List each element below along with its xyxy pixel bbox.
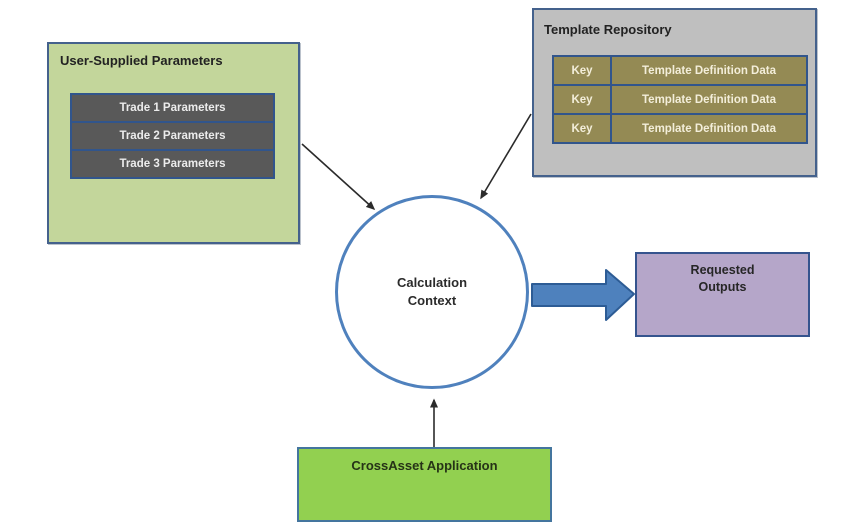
requested-outputs-label: Requested Outputs bbox=[690, 263, 755, 294]
template-key-cell: Key bbox=[554, 86, 612, 113]
block-arrow-context-to-outputs bbox=[531, 269, 635, 321]
crossasset-application-label: CrossAsset Application bbox=[351, 458, 498, 473]
template-key-cell: Key bbox=[554, 115, 612, 142]
calculation-context-label: Calculation Context bbox=[396, 275, 468, 308]
template-repository-title: Template Repository bbox=[544, 22, 672, 37]
arrow-user-to-context bbox=[301, 143, 376, 211]
crossasset-application-box: CrossAsset Application bbox=[297, 447, 552, 522]
trade-2-parameters-row: Trade 2 Parameters bbox=[72, 121, 273, 149]
user-supplied-parameters-box: User-Supplied Parameters Trade 1 Paramet… bbox=[47, 42, 300, 244]
arrow-repo-to-context bbox=[480, 113, 532, 200]
template-row: Key Template Definition Data bbox=[554, 57, 806, 84]
template-definition-cell: Template Definition Data bbox=[612, 57, 806, 84]
requested-outputs-box: Requested Outputs bbox=[635, 252, 810, 337]
trade-1-parameters-row: Trade 1 Parameters bbox=[119, 102, 226, 114]
template-repository-box: Template Repository Key Template Definit… bbox=[532, 8, 817, 177]
template-key-cell: Key bbox=[554, 57, 612, 84]
trade-3-parameters-row: Trade 3 Parameters bbox=[72, 149, 273, 177]
template-row: Key Template Definition Data bbox=[554, 84, 806, 113]
template-definition-cell: Template Definition Data bbox=[612, 115, 806, 142]
template-definition-cell: Template Definition Data bbox=[612, 86, 806, 113]
calculation-context-circle: Calculation Context bbox=[335, 195, 529, 389]
user-supplied-parameters-title: User-Supplied Parameters bbox=[60, 53, 223, 68]
template-repository-table: Key Template Definition Data Key Templat… bbox=[552, 55, 808, 144]
trade-parameters-stack: Trade 1 Parameters Trade 2 Parameters Tr… bbox=[70, 93, 275, 179]
template-row: Key Template Definition Data bbox=[554, 113, 806, 142]
